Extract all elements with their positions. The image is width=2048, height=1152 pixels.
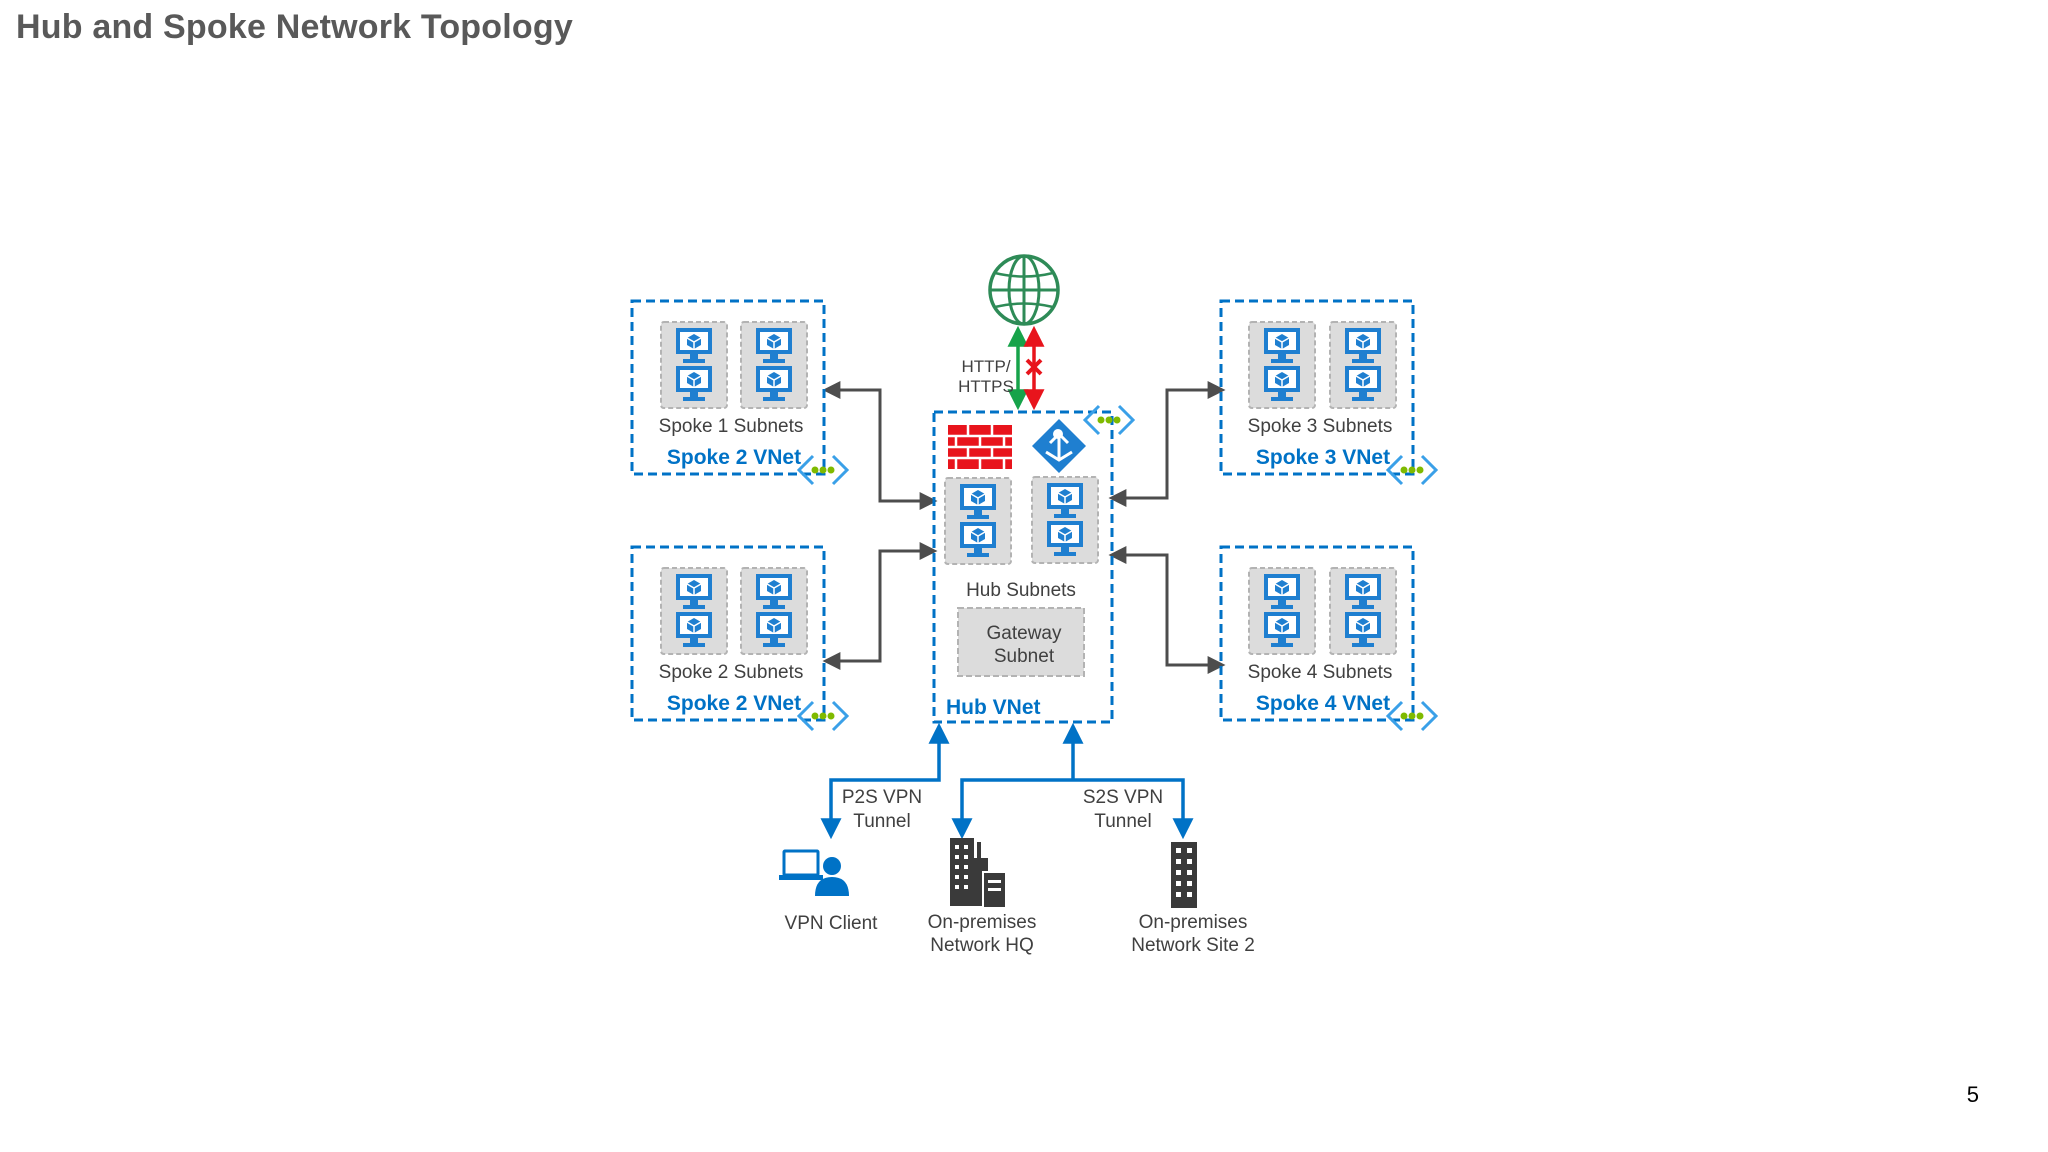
vpn-gateway-icon (1032, 419, 1086, 473)
s2s-label-line2: Tunnel (1094, 811, 1151, 832)
hub-vnet-boundary (932, 410, 1114, 724)
office-building-icon (950, 838, 1007, 909)
spoke-subnets-label: Spoke 2 Subnets (659, 662, 804, 683)
spoke-subnets-label: Spoke 3 Subnets (1248, 416, 1393, 437)
spoke2-hub-connector (822, 542, 938, 670)
firewall-icon (948, 425, 1012, 469)
gateway-subnet-box (957, 607, 1085, 677)
laptop-user-icon (779, 849, 849, 896)
virtual-machine-icon (660, 567, 728, 655)
peering-connectors (822, 381, 1226, 674)
site2-label-line2: Network Site 2 (1131, 935, 1255, 956)
s2s-label-line1: S2S VPN (1083, 787, 1163, 808)
spoke-vnet-label: Spoke 2 VNet (667, 692, 801, 715)
s2s-vpn-connector (951, 778, 1194, 840)
virtual-machine-icon (660, 321, 728, 409)
hub-vnet: Hub Subnets Gateway Subnet Hub VNet (932, 404, 1135, 724)
vnet-peering-icon (1083, 404, 1135, 436)
virtual-machine-icon (1031, 476, 1099, 564)
spoke-vnet-label: Spoke 3 VNet (1256, 446, 1390, 469)
virtual-machine-icon (740, 567, 808, 655)
spoke-vnet-label: Spoke 4 VNet (1256, 692, 1390, 715)
spoke3-hub-connector (1108, 381, 1226, 507)
spoke-subnets-label: Spoke 4 Subnets (1248, 662, 1393, 683)
p2s-label-line1: P2S VPN (842, 787, 922, 808)
virtual-machine-icon (944, 477, 1012, 565)
virtual-machine-icon (1329, 321, 1397, 409)
vpn-client-label: VPN Client (785, 913, 879, 934)
hq-label-line1: On-premises (928, 912, 1037, 933)
spoke-vnet-2: Spoke 2 Subnets Spoke 2 VNet (630, 545, 849, 732)
vpn-tunnels: P2S VPN Tunnel S2S VPN Tunnel (820, 722, 1194, 840)
globe-icon (988, 254, 1060, 326)
virtual-machine-icon (1248, 567, 1316, 655)
p2s-vpn-connector (820, 722, 950, 840)
slide-title: Hub and Spoke Network Topology (16, 8, 573, 46)
spoke-vnet-label: Spoke 2 VNet (667, 446, 801, 469)
hq-label-line2: Network HQ (930, 935, 1033, 956)
blocked-x-icon (1025, 358, 1043, 376)
virtual-machine-icon (1248, 321, 1316, 409)
protocol-label-line2: HTTPS (958, 377, 1014, 396)
hub-subnets-label: Hub Subnets (966, 580, 1076, 601)
gateway-subnet-line1: Gateway (987, 623, 1062, 644)
page-number: 5 (1966, 1082, 1979, 1107)
office-tower-icon (1171, 842, 1197, 908)
virtual-machine-icon (1329, 567, 1397, 655)
hub-vnet-label: Hub VNet (946, 696, 1041, 719)
protocol-label-line1: HTTP/ (961, 357, 1010, 376)
site2-label-line1: On-premises (1139, 912, 1248, 933)
spoke-vnet-3: Spoke 3 Subnets Spoke 3 VNet (1219, 299, 1438, 486)
p2s-label-line2: Tunnel (853, 811, 910, 832)
spoke-vnet-4: Spoke 4 Subnets Spoke 4 VNet (1219, 545, 1438, 732)
gateway-subnet-line2: Subnet (994, 646, 1055, 667)
spoke-vnet-1: Spoke 1 Subnets Spoke 2 VNet (630, 299, 849, 486)
spoke-subnets-label: Spoke 1 Subnets (659, 416, 804, 437)
spoke1-hub-connector (822, 381, 938, 510)
virtual-machine-icon (740, 321, 808, 409)
spoke4-hub-connector (1108, 546, 1226, 674)
